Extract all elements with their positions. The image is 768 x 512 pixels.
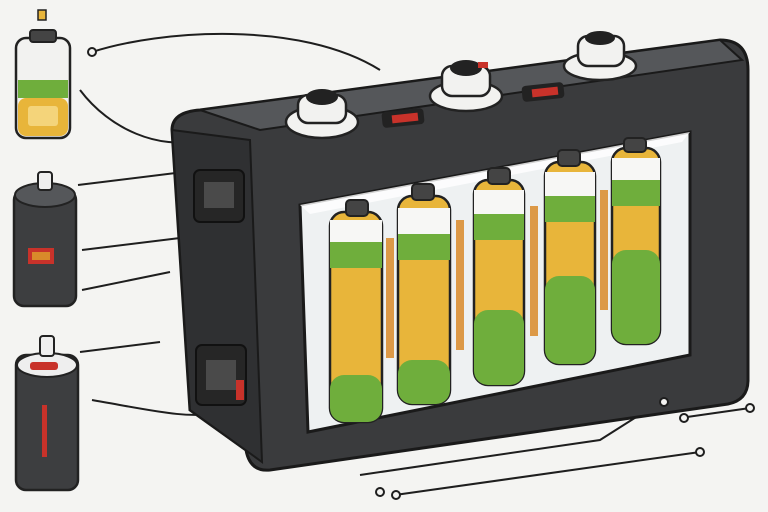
battery-cell-icon — [396, 183, 452, 406]
terminal-knob-icon — [428, 60, 504, 113]
battery-cell-icon — [543, 149, 597, 366]
wire-terminal — [87, 47, 755, 500]
terminal-knob-icon — [284, 89, 360, 140]
battery-cell-icon — [14, 9, 72, 140]
separator — [386, 190, 608, 358]
battery-cell-icon — [12, 171, 78, 308]
indicator-light — [381, 82, 565, 128]
battery-cell-icon — [472, 167, 526, 387]
terminal-knob-icon — [562, 31, 638, 82]
battery-cell-icon — [610, 137, 662, 346]
wire-icon — [77, 32, 751, 496]
battery-cell-icon — [328, 199, 384, 424]
battery-cell-icon — [14, 335, 80, 492]
